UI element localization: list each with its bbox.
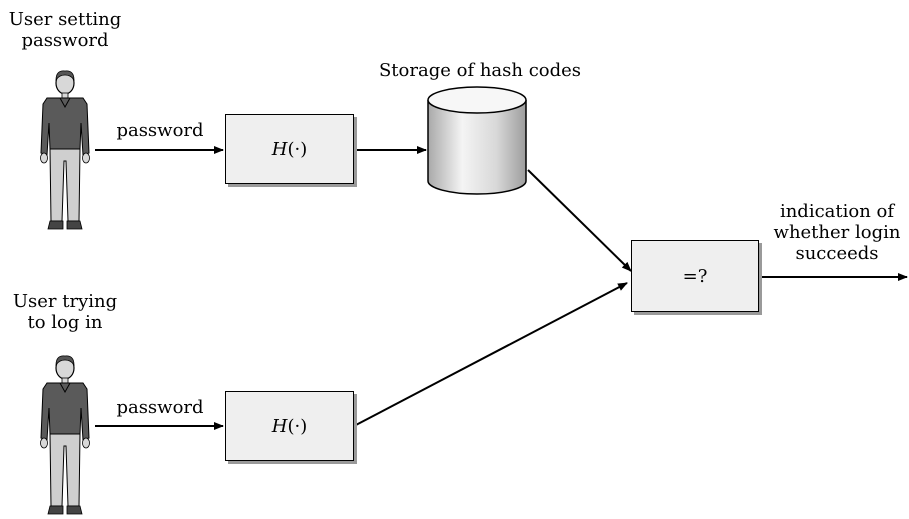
hash-function-box-bottom: H(·) xyxy=(225,391,354,461)
compare-box: =? xyxy=(631,240,759,312)
arrow-storage-to-compare xyxy=(527,169,632,272)
user-login-label: User trying to log in xyxy=(12,291,118,333)
bottom-password-label: password xyxy=(116,397,204,418)
arrow-hash-to-compare xyxy=(353,282,628,427)
storage-label: Storage of hash codes xyxy=(378,60,582,81)
top-password-label: password xyxy=(116,120,204,141)
user-login-figure xyxy=(39,355,91,515)
output-label: indication of whether login succeeds xyxy=(773,201,901,264)
hash-function-box-top: H(·) xyxy=(225,114,354,184)
hash-storage-cylinder xyxy=(427,86,527,195)
user-setting-password-figure xyxy=(39,70,91,230)
user-setting-password-label: User setting password xyxy=(8,9,122,51)
